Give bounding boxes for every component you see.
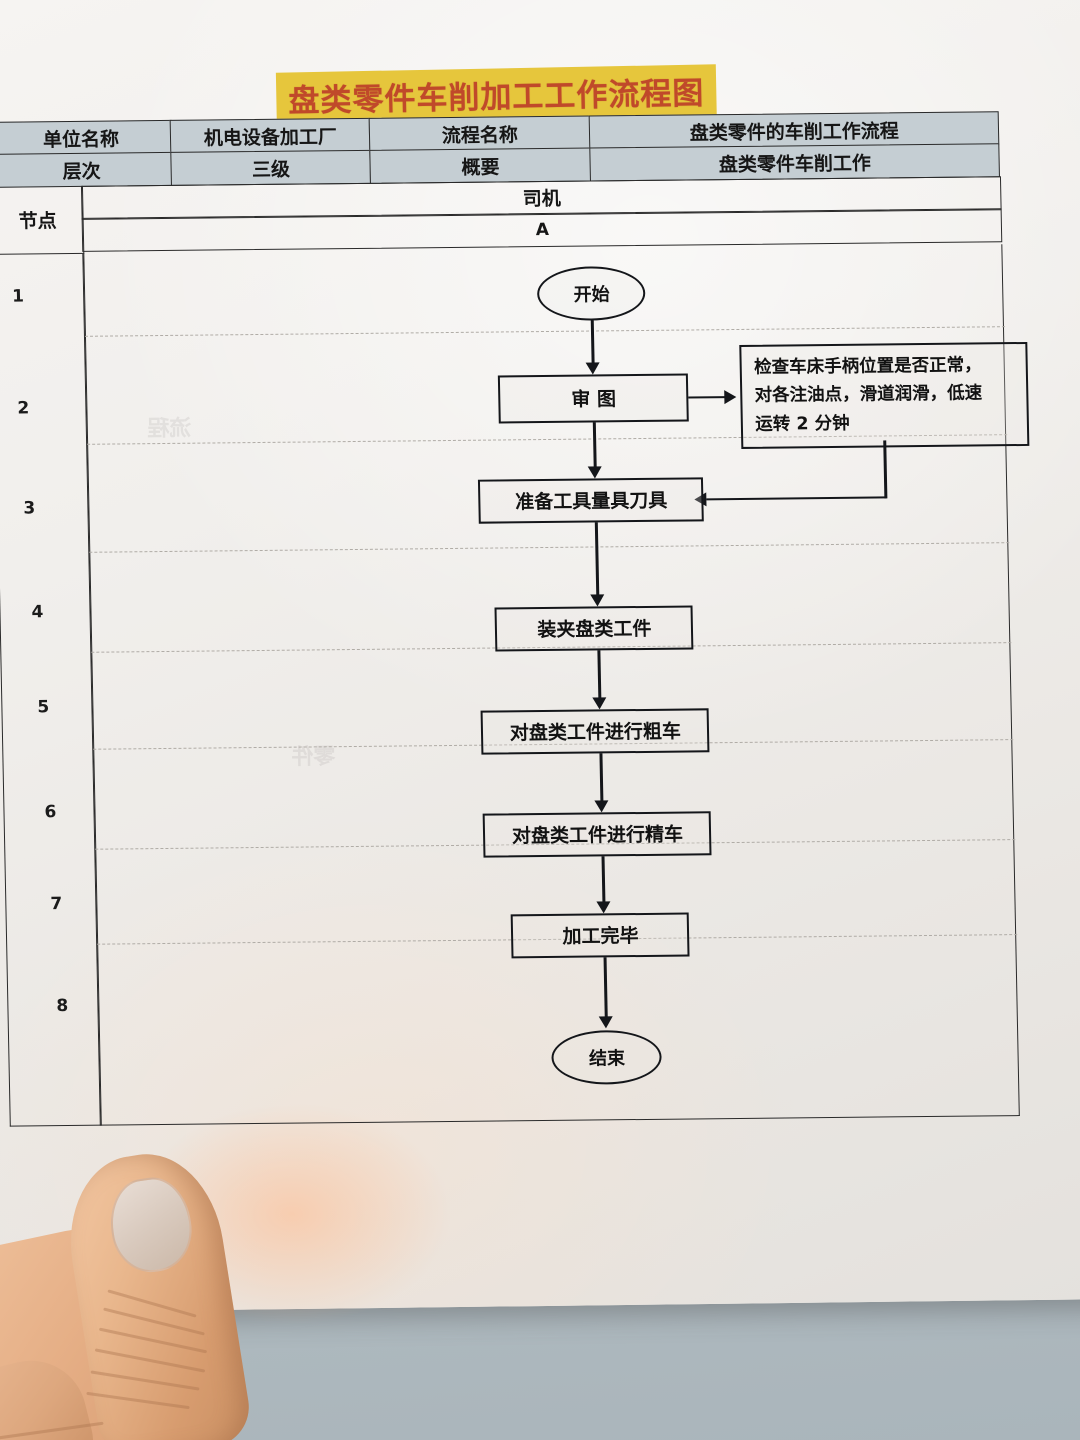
lane-divider	[89, 541, 1010, 553]
arrow-down	[594, 800, 610, 813]
flow-step-clamp-workpiece: 装夹盘类工件	[494, 605, 694, 652]
arrow-down	[596, 901, 612, 914]
flow-step-machining-done: 加工完毕	[511, 912, 690, 959]
arrow-down	[599, 1016, 614, 1029]
arrow-down	[590, 594, 605, 607]
flow-step-shentu: 审 图	[498, 373, 690, 424]
arrow-right	[724, 389, 737, 404]
connector-step2-to-note	[688, 395, 727, 399]
connector-note-down	[883, 440, 888, 499]
note-line-3: 运转 2 分钟	[755, 413, 850, 435]
connector-step4-to-step5	[597, 650, 602, 701]
flow-end-node: 结束	[551, 1029, 663, 1085]
header-unit-name-label: 单位名称	[0, 119, 173, 156]
row-number: 8	[56, 995, 69, 1016]
role-band: 节点 司机 A	[0, 176, 1004, 255]
row-number: 5	[37, 697, 50, 718]
flowchart-body: 1 2 3 4 5 6 7 8	[0, 244, 1030, 1127]
flow-note-box: 检查车床手柄位置是否正常， 对各注油点，滑道润滑，低速 运转 2 分钟	[739, 341, 1030, 449]
flow-step-rough-turning: 对盘类工件进行粗车	[480, 708, 710, 755]
header-summary-label: 概要	[369, 147, 592, 185]
arrow-down	[592, 697, 607, 710]
flow-start-node: 开始	[537, 265, 647, 321]
header-unit-name-value: 机电设备加工厂	[170, 117, 371, 154]
row-number: 3	[23, 498, 36, 519]
paper-sheet: 流程 零件 盘类零件车削加工工作流程图 单位名称 机电设备加工厂 流程名称 盘类…	[0, 0, 1080, 1332]
connector-note-left	[706, 496, 887, 501]
node-column-header: 节点	[0, 185, 85, 255]
connector-step3-to-step4	[595, 522, 600, 598]
connector-step6-to-step7	[601, 856, 606, 905]
row-number: 4	[31, 602, 44, 623]
hand-holding-paper	[0, 1130, 430, 1440]
connector-step7-to-end	[603, 957, 608, 1020]
row-number: 7	[50, 893, 63, 914]
connector-step2-to-step3	[593, 422, 597, 471]
title-text: 盘类零件车削加工工作流程图	[288, 75, 705, 120]
role-lane-column: 司机 A	[81, 176, 1003, 254]
arrow-down	[586, 362, 601, 375]
header-level-label: 层次	[0, 152, 173, 189]
lane-divider	[85, 325, 1006, 337]
connector-step5-to-step6	[599, 753, 604, 804]
flow-step-prepare-tools: 准备工具量具刀具	[478, 477, 705, 524]
header-level-value: 三级	[170, 150, 372, 187]
header-process-name-label: 流程名称	[368, 115, 592, 152]
note-line-1: 检查车床手柄位置是否正常，	[753, 355, 982, 378]
row-number: 6	[44, 801, 57, 823]
flow-step-finish-turning: 对盘类工件进行精车	[483, 811, 712, 858]
flowchart-table: 单位名称 机电设备加工厂 流程名称 盘类零件的车削工作流程 层次 三级 概要 盘…	[0, 111, 1030, 1127]
flow-canvas: 开始 审 图 检查车床手柄位置是否正常， 对各注油点，滑道润滑，低速 运转 2 …	[82, 244, 1030, 1126]
note-line-2: 对各注油点，滑道润滑，低速	[754, 383, 983, 406]
arrow-down	[588, 466, 603, 479]
connector-start-to-step2	[591, 320, 595, 366]
row-number: 2	[17, 398, 30, 419]
row-number: 1	[11, 286, 25, 307]
